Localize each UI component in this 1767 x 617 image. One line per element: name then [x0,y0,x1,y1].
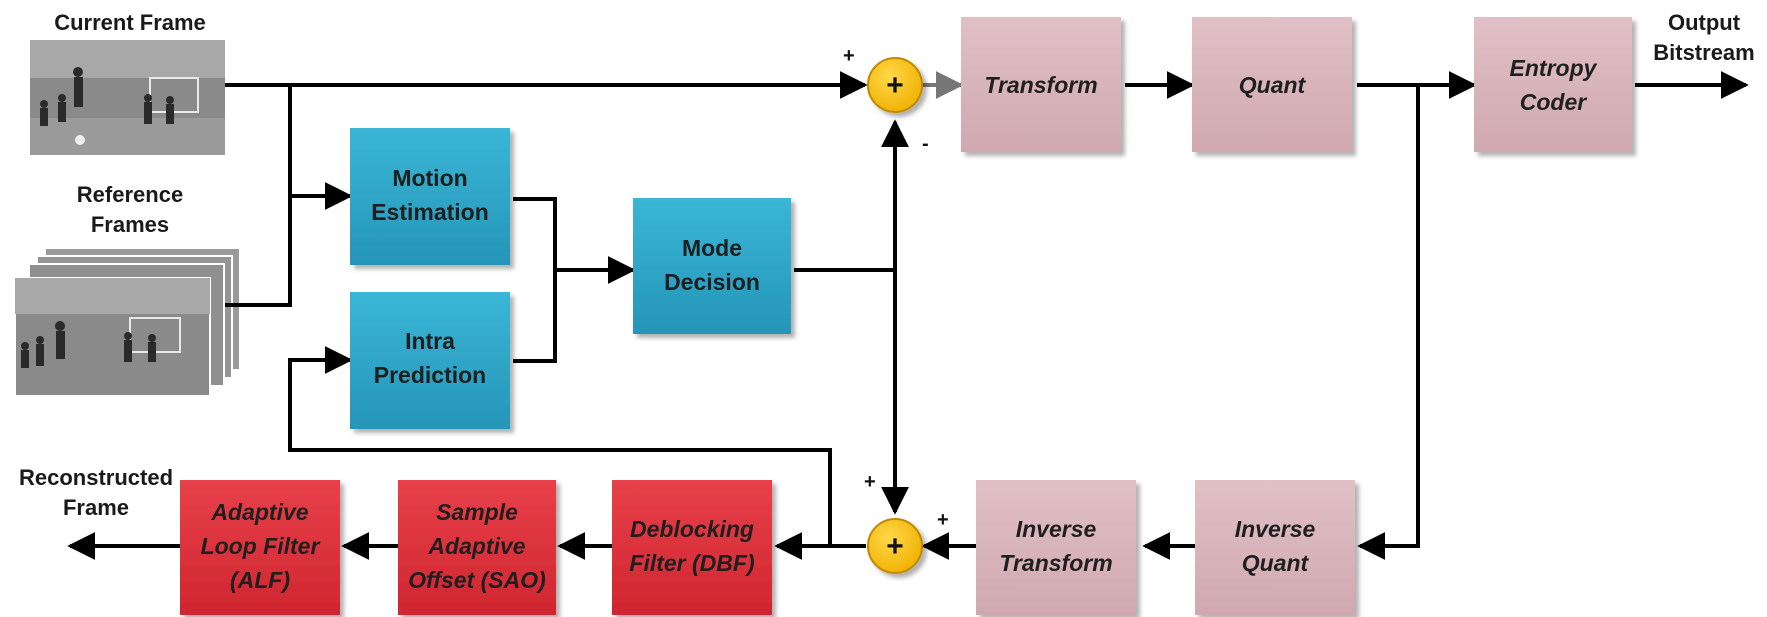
intra-prediction-label-line2: Prediction [374,362,486,388]
mode-decision-label-line1: Mode [682,235,742,261]
top-summing-junction: + [867,57,923,113]
intra-prediction-block: Intra Prediction [350,292,510,429]
alf-block: Adaptive Loop Filter (ALF) [180,480,340,615]
top-summer-symbol: + [886,69,904,102]
current-frame-thumbnail [30,40,225,155]
mode-decision-block: Mode Decision [633,198,791,334]
alf-label-line3: (ALF) [230,567,290,593]
transform-block: Transform [961,17,1121,152]
inverse-quant-block: Inverse Quant [1195,480,1355,615]
reconstructed-frame-label-line2: Frame [63,495,129,520]
entropy-coder-label-line1: Entropy [1510,55,1598,81]
entropy-coder-label-line2: Coder [1520,89,1588,115]
output-bitstream-label-line2: Bitstream [1653,40,1754,65]
bottom-summing-junction: + [867,518,923,574]
sao-label-line2: Adaptive [427,533,525,559]
reference-frames-thumbnails [14,247,241,397]
inverse-transform-label-line1: Inverse [1016,516,1097,542]
reference-frames-label-line1: Reference [77,182,183,207]
inverse-transform-block: Inverse Transform [976,480,1136,615]
motion-estimation-block: Motion Estimation [350,128,510,265]
deblocking-filter-block: Deblocking Filter (DBF) [612,480,772,615]
quant-label: Quant [1239,72,1307,98]
inverse-quant-label-line1: Inverse [1235,516,1316,542]
sao-block: Sample Adaptive Offset (SAO) [398,480,556,615]
connection-lines [67,71,1749,560]
deblocking-filter-label-line2: Filter (DBF) [629,550,754,576]
intra-prediction-label-line1: Intra [405,328,455,354]
output-bitstream-label-line1: Output [1668,10,1741,35]
sao-label-line3: Offset (SAO) [408,567,546,593]
reference-frames-label-line2: Frames [91,212,169,237]
top-summer-plus-sign: + [843,45,855,67]
reconstructed-frame-label-line1: Reconstructed [19,465,173,490]
bottom-summer-plus-sign-top: + [864,471,876,493]
current-frame-label: Current Frame [54,10,206,35]
inverse-transform-label-line2: Transform [999,550,1112,576]
mode-decision-label-line2: Decision [664,269,760,295]
motion-estimation-label-line1: Motion [392,165,467,191]
alf-label-line2: Loop Filter [201,533,321,559]
motion-estimation-label-line2: Estimation [371,199,489,225]
transform-label: Transform [984,72,1097,98]
quant-block: Quant [1192,17,1352,152]
bottom-summer-symbol: + [886,530,904,563]
top-summer-minus-sign: - [922,133,929,155]
sao-label-line1: Sample [436,499,518,525]
entropy-coder-block: Entropy Coder [1474,17,1632,152]
alf-label-line1: Adaptive [210,499,308,525]
deblocking-filter-label-line1: Deblocking [630,516,754,542]
bottom-summer-plus-sign-right: + [937,509,949,531]
inverse-quant-label-line2: Quant [1242,550,1310,576]
